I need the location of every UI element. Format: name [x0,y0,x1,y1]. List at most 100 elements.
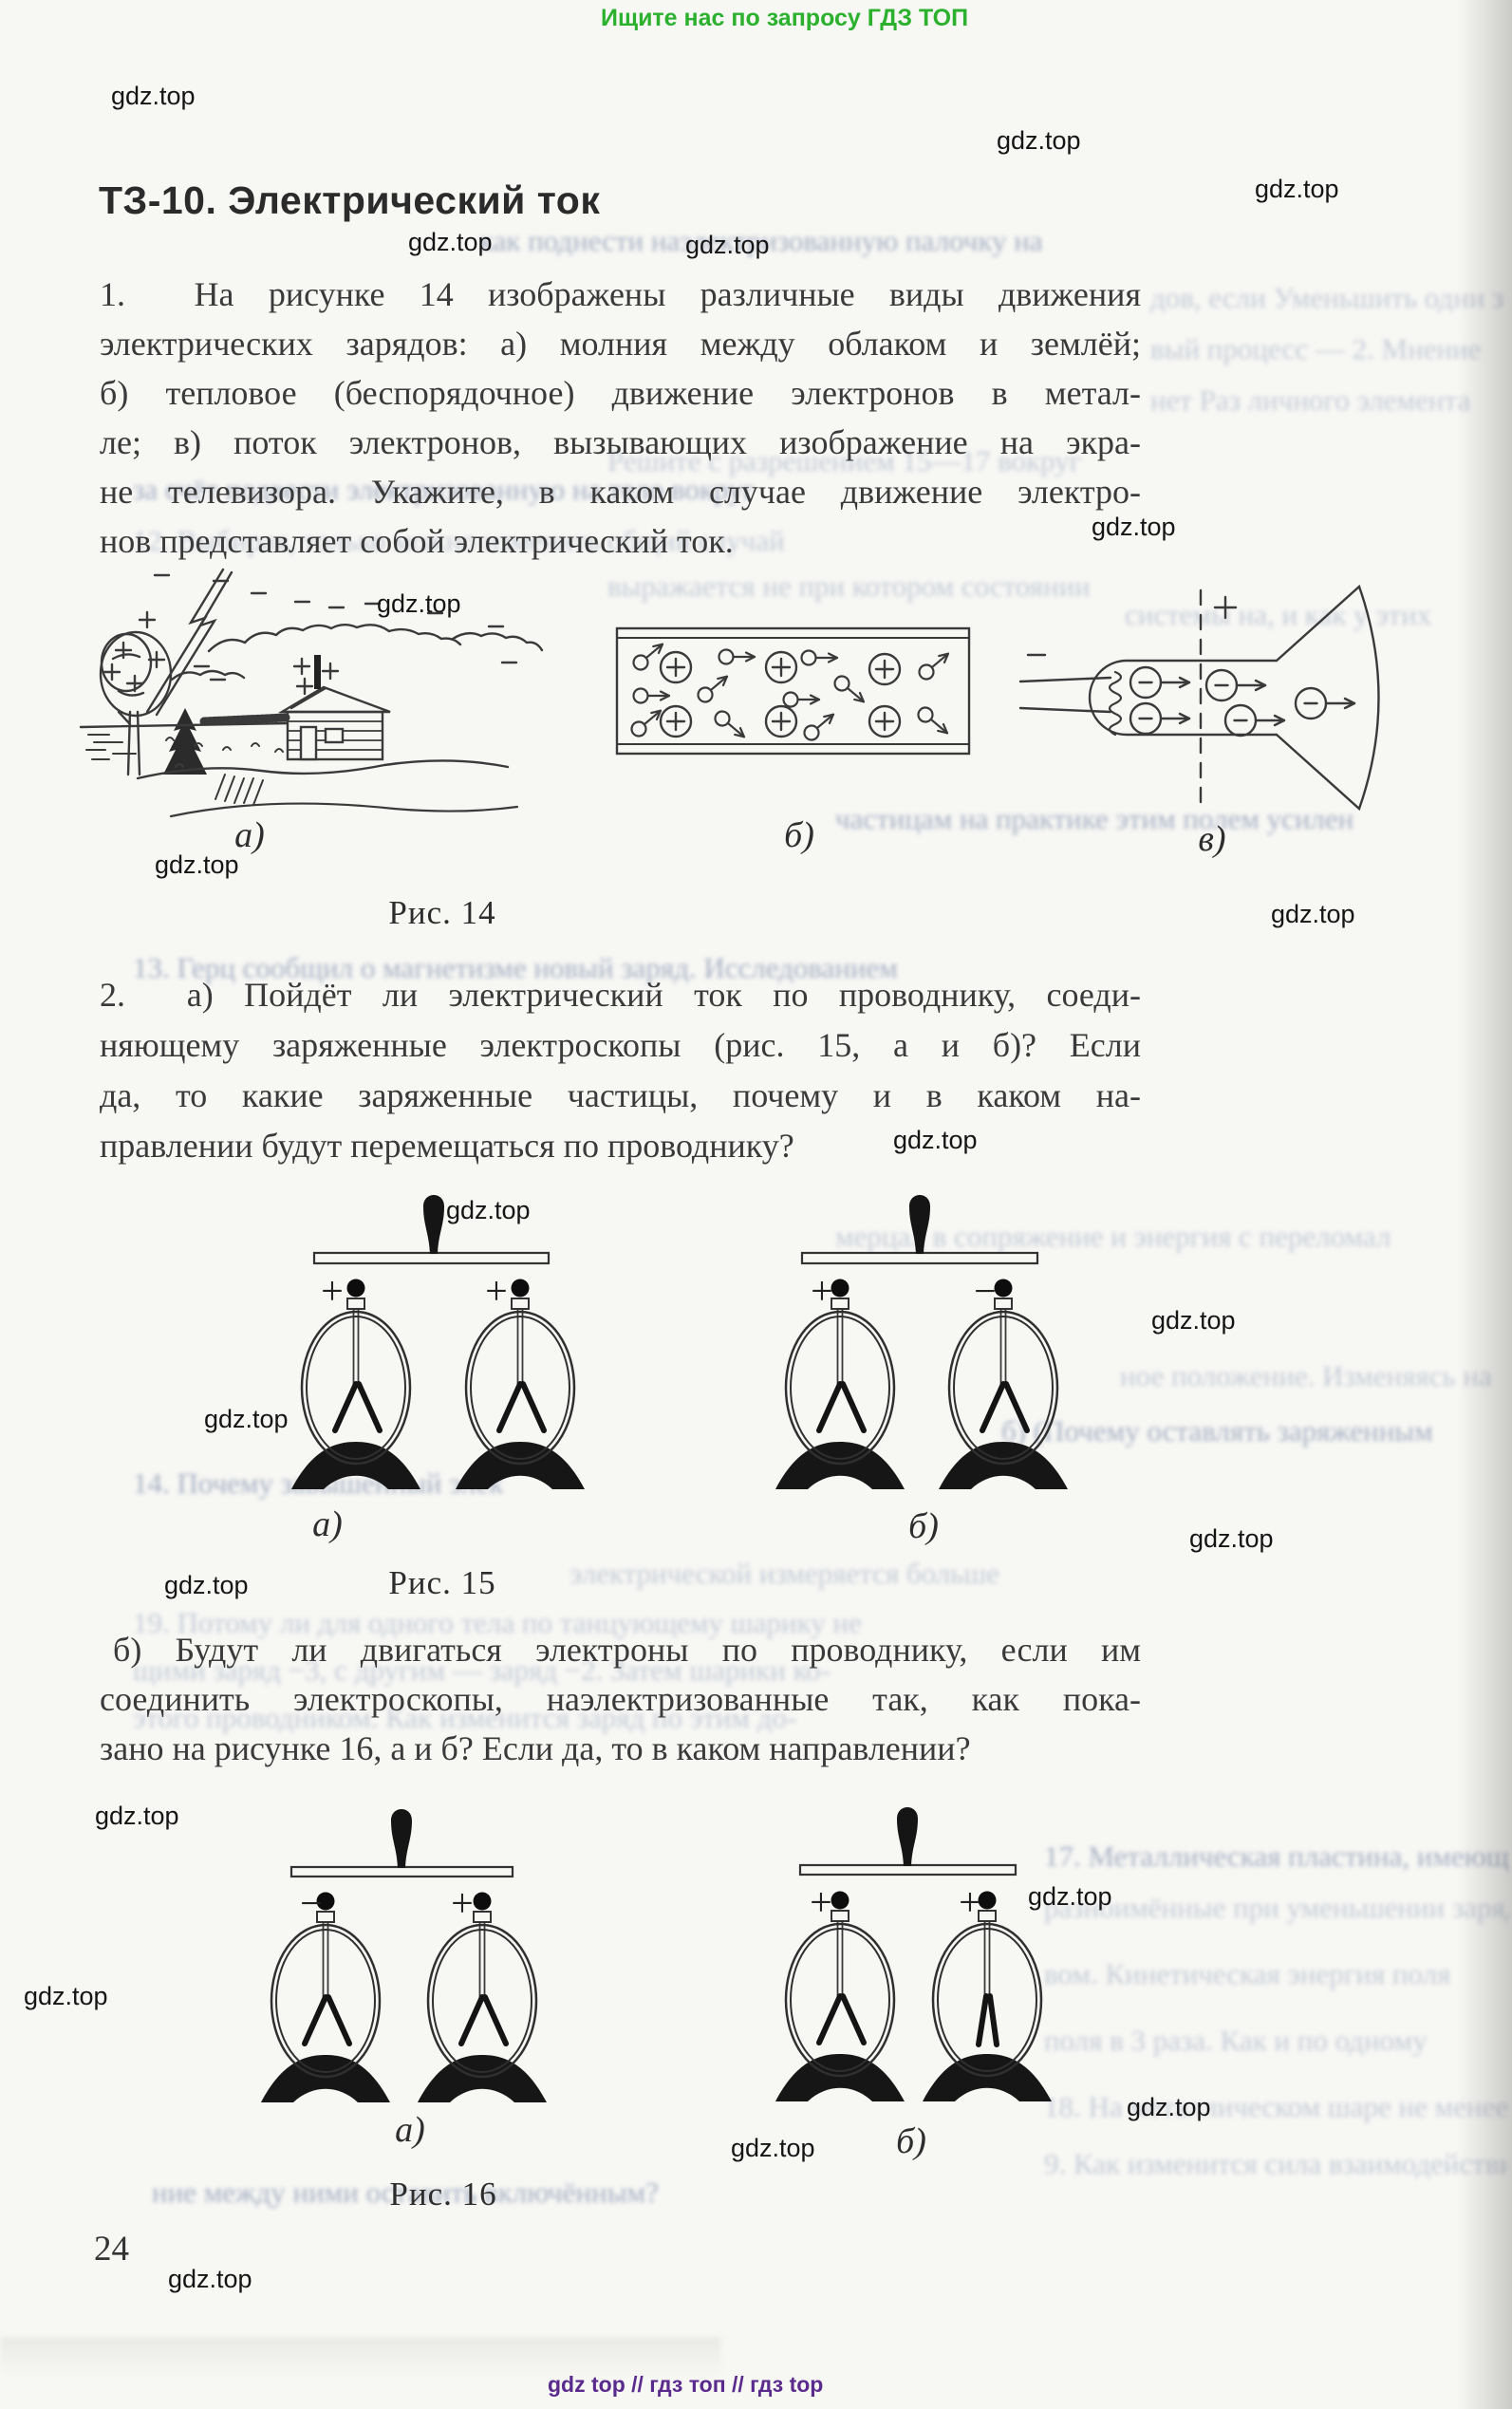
page-gutter-shadow [1457,0,1512,2409]
bleed-through-text: ное положение. Изменяясь на [1120,1359,1492,1392]
cathode-coil [1108,670,1123,737]
bleed-through-text: 19. Потому ли для одного тела по танцующ… [133,1606,862,1639]
bleed-through-text: б) (Почему оставлять заряженным [1001,1414,1433,1447]
bleed-through-text: щими заряд −3, с другим — заряд −2. Зате… [133,1653,831,1687]
watermark-gdz-top: gdz.top [95,1802,179,1830]
fig16b-right-charge: + [959,1881,981,1925]
problem-2a-text: 2. а) Пойдёт ли электрический ток по про… [100,970,1141,1171]
fig16-pair-a [261,1809,547,2102]
footer-text-purple: gdz top // гдз топ // гдз top [548,2372,824,2397]
fig16-label-a: а) [395,2110,425,2150]
bleed-through-text: за счёт подвести электризованную на тело… [133,473,756,506]
fig15b-left-charge: + [811,1270,833,1314]
watermark-gdz-top: gdz.top [446,1196,531,1224]
fig15b-right-charge: − [974,1270,997,1314]
text-line: б) тепловое (беспорядочное) движение эле… [100,374,1141,412]
watermark-gdz-top: gdz.top [1271,900,1355,928]
page-title: ТЗ-10. Электрический ток [99,178,601,222]
text-line: да, то какие заряженные частицы, почему … [100,1076,1141,1114]
bleed-through-text: 9. Как изменится сила взаимодействия [1044,2147,1509,2180]
watermark-gdz-top: gdz.top [164,1571,249,1599]
minus-signs-cloud [153,573,518,682]
positive-ions [659,650,902,738]
fig15-pair-b [775,1195,1068,1489]
bleed-through-text: вый процесс — 2. Мнение [1150,332,1482,365]
text-line: не телевизора. Укажите, в каком случае д… [100,473,1141,511]
watermark-gdz-top: gdz.top [1028,1882,1112,1911]
bleed-through-text: поля в 3 раза. Как и по одному [1044,2024,1428,2057]
bleed-through-text: разноимённые при уменьшении заряда [1044,1891,1509,1924]
fig15-label-b: б) [908,1506,939,1546]
problem-1-text: 1. На рисунке 14 изображены различные ви… [100,270,1141,566]
watermark-gdz-top: gdz.top [893,1126,978,1154]
text-line: б) Будут ли двигаться электроны по прово… [113,1631,1141,1669]
text-line: ле; в) поток электронов, вызывающих изоб… [100,423,1141,461]
figure-15-electroscopes [266,1195,1120,1503]
watermark-gdz-top: gdz.top [377,589,461,618]
watermark-gdz-top: gdz.top [997,126,1081,155]
plus-signs-tree-house [103,610,340,696]
watermark-gdz-top: gdz.top [1255,175,1339,203]
bleed-through-text: вом. Кинетическая энергия поля [1044,1957,1451,1990]
bleed-through-text: системы на, и как у этих [1125,598,1432,631]
watermark-gdz-top: gdz.top [111,82,196,110]
promo-text-green: Ищите нас по запросу ГДЗ ТОП [601,5,969,31]
watermark-gdz-top: gdz.top [168,2265,252,2293]
text-line: 1. На рисунке 14 изображены различные ви… [100,275,1141,313]
watermark-gdz-top: gdz.top [408,228,493,256]
watermark-gdz-top: gdz.top [1189,1524,1274,1553]
figure-16-electroscopes [256,1807,1111,2164]
watermark-gdz-top: gdz.top [1092,513,1176,541]
fig14-label-c: в) [1198,819,1226,859]
bleed-through-text: этого проводником. Как изменится заряд п… [133,1701,797,1734]
fig16a-right-charge: + [451,1882,474,1926]
page-number: 24 [94,2230,129,2269]
figure-14c-crt-tube [1018,584,1380,812]
fig15-caption: Рис. 15 [388,1564,496,1601]
bleed-through-text: частицам на практике этим полем усилен [835,802,1354,835]
fig16b-left-charge: + [810,1881,832,1925]
text-line: правлении будут перемещаться по проводни… [100,1127,794,1165]
fig16-label-b: б) [896,2121,926,2161]
fir-tree [163,708,207,775]
text-line: электрических зарядов: а) молния между о… [100,325,1141,363]
fig15-pair-a [291,1195,585,1489]
figure-14a-lightning-scene [79,568,544,818]
watermark-gdz-top: gdz.top [685,231,770,259]
bleed-through-text: дов, если Уменьшить одни за н [1150,281,1503,314]
bleed-through-text: 17. Металлическая пластина, имеющая [1044,1839,1509,1873]
problem-2b-text: б) Будут ли двигаться электроны по прово… [100,1625,1141,1773]
bleed-through-text: Решите с разрешением 15—17 вокруг [607,444,1082,477]
fig16a-left-charge: − [300,1882,323,1926]
fig15a-left-charge: + [321,1270,344,1314]
bleed-through-text: нет Раз личного элемента [1150,383,1471,417]
fig15-label-a: а) [312,1504,343,1544]
watermark-gdz-top: gdz.top [155,850,239,879]
text-line: зано на рисунке 16, а и б? Если да, то в… [100,1729,971,1767]
bleed-through-text: 18. На металлическом шаре не менее [1044,2090,1509,2123]
watermark-gdz-top: gdz.top [1151,1306,1236,1335]
page-bottom-shade [0,2337,721,2379]
text-line: нов представляет собой электрический ток… [100,522,734,560]
plus-sign-anode [1213,595,1238,620]
bleed-through-text: электрической измеряется больше [569,1557,999,1590]
tree [99,630,173,776]
bleed-through-text: 13. Герц сообщил о магнетизме новый заря… [133,951,898,984]
text-line: 2. а) Пойдёт ли электрический ток по про… [100,976,1141,1014]
text-line: няющему заряженные электроскопы (рис. 15… [100,1026,1141,1064]
watermark-gdz-top: gdz.top [204,1405,289,1433]
fig16-pair-b [775,1807,1052,2101]
bleed-through-text: выражается не при котором состоянии [607,570,1091,603]
watermark-gdz-top: gdz.top [1127,2093,1211,2121]
bleed-through-text: ние между ними оставить включённым? [152,2176,659,2209]
bleed-through-text: как поднести наэлектризованную палочку н… [479,224,1043,257]
watermark-gdz-top: gdz.top [731,2134,815,2162]
fig16-caption: Рис. 16 [389,2176,497,2213]
fig14-label-b: б) [784,815,814,855]
water-and-ground [79,713,519,818]
house [277,655,391,761]
figure-14b-metal-conductor [615,626,971,756]
